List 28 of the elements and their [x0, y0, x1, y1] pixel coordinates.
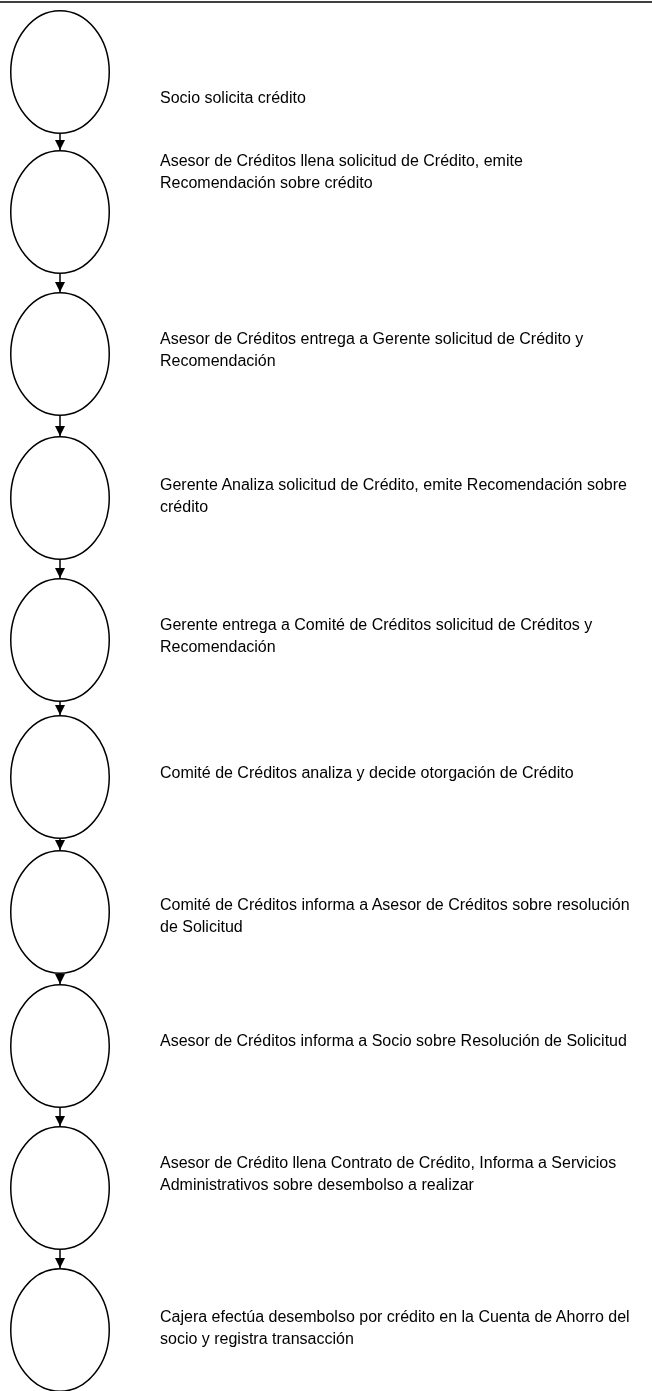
process-circle [10, 578, 110, 702]
step-description: Comité de Créditos analiza y decide otorgación de Crédito [160, 763, 575, 783]
arrow [55, 559, 65, 579]
arrow [55, 1249, 65, 1269]
step-description: Gerente Analiza solicitud de Crédito, emite Recomendación sobre crédito [160, 475, 628, 517]
step-description: Asesor de Créditos entrega a Gerente solicitud de Crédito y Recomendación [160, 329, 585, 371]
arrow [55, 273, 65, 293]
process-circle [10, 715, 110, 839]
step-description: Asesor de Créditos informa a Socio sobre Resolución de Solicitud [160, 1031, 628, 1051]
process-circle [10, 10, 110, 134]
process-circle [10, 150, 110, 274]
process-circle [10, 984, 110, 1108]
process-circle [10, 850, 110, 974]
process-circle [10, 292, 110, 416]
step-description: Gerente entrega a Comité de Créditos solicitud de Créditos y Recomendación [160, 615, 594, 657]
step-description: Socio solicita crédito [160, 88, 307, 108]
step-description: Cajera efectúa desembolso por crédito en la Cuenta de Ahorro del socio y registra transacción [160, 1307, 631, 1349]
arrow [55, 133, 65, 151]
arrow [55, 973, 65, 985]
step-description: Asesor de Crédito llena Contrato de Crédito, Informa a Servicios Administrativos sobre desembolso a realizar [160, 1153, 618, 1195]
arrow [55, 1107, 65, 1127]
step-description: Comité de Créditos informa a Asesor de Créditos sobre resolución de Solicitud [160, 895, 631, 937]
arrow [55, 415, 65, 437]
arrow [55, 701, 65, 716]
process-circle [10, 1126, 110, 1250]
process-circle [10, 436, 110, 560]
arrow [55, 838, 65, 851]
step-description: Asesor de Créditos llena solicitud de Crédito, emite Recomendación sobre crédito [160, 151, 524, 193]
